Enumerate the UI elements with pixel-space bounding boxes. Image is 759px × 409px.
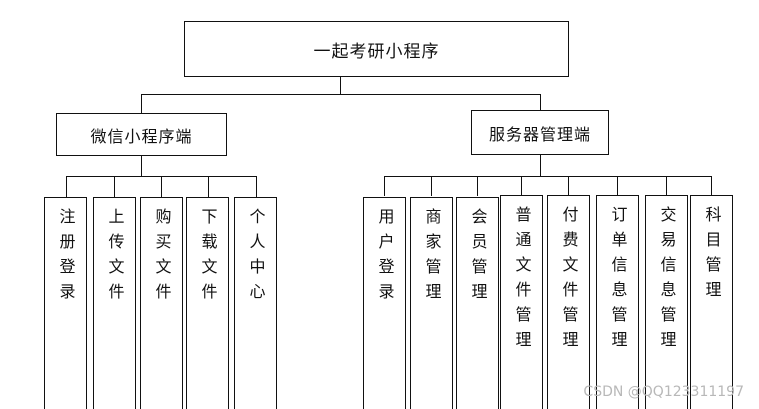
leaf-node-register-login: 注册登录 — [44, 197, 87, 409]
leaf-node-regular-file-management: 普通文件管理 — [500, 195, 543, 409]
leaf-node-label: 交易信息管理 — [657, 206, 677, 356]
leaf-node-download-file: 下载文件 — [186, 197, 229, 409]
branch-node-wechat-label: 微信小程序端 — [90, 126, 193, 146]
leaf-node-merchant-management: 商家管理 — [410, 197, 453, 409]
leaf-node-order-info-management: 订单信息管理 — [596, 195, 639, 409]
leaf-node-upload-file: 上传文件 — [93, 197, 136, 409]
root-node-label: 一起考研小程序 — [313, 41, 440, 62]
leaf-node-label: 注册登录 — [56, 208, 76, 308]
leaf-node-user-login: 用户登录 — [363, 197, 406, 409]
leaf-node-transaction-info-management: 交易信息管理 — [645, 195, 688, 409]
leaf-node-label: 用户登录 — [375, 208, 395, 308]
leaf-node-label: 付费文件管理 — [559, 206, 579, 356]
leaf-node-paid-file-management: 付费文件管理 — [547, 195, 590, 409]
branch-node-server-label: 服务器管理端 — [488, 124, 591, 144]
branch-node-server: 服务器管理端 — [471, 110, 609, 155]
leaf-node-label: 下载文件 — [198, 208, 218, 308]
leaf-node-member-management: 会员管理 — [456, 197, 499, 409]
leaf-node-subject-management: 科目管理 — [690, 195, 733, 409]
leaf-node-label: 科目管理 — [702, 206, 722, 306]
leaf-node-label: 购买文件 — [152, 208, 172, 308]
root-node: 一起考研小程序 — [184, 21, 569, 77]
leaf-node-buy-file: 购买文件 — [140, 197, 183, 409]
leaf-node-personal-center: 个人中心 — [234, 197, 277, 409]
leaf-node-label: 会员管理 — [468, 208, 488, 308]
watermark: CSDN @QQ123311197 — [583, 384, 744, 400]
leaf-node-label: 订单信息管理 — [608, 206, 628, 356]
leaf-node-label: 普通文件管理 — [512, 206, 532, 356]
leaf-node-label: 商家管理 — [422, 208, 442, 308]
leaf-node-label: 个人中心 — [246, 208, 266, 308]
branch-node-wechat: 微信小程序端 — [56, 113, 227, 156]
leaf-node-label: 上传文件 — [105, 208, 125, 308]
